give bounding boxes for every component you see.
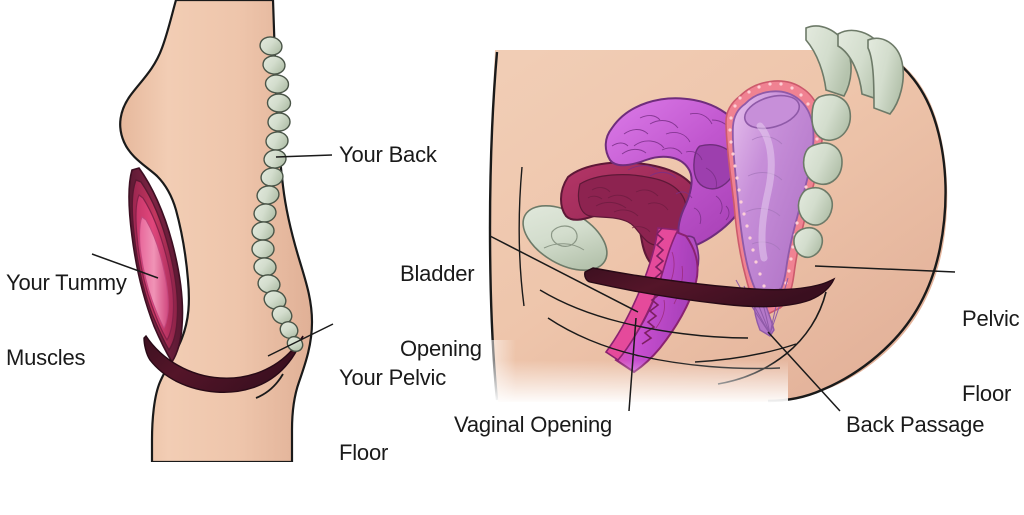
diagram-canvas: Your Back Your Tummy Muscles Your Pelvic…: [6, 0, 1020, 465]
label-your-pelvic-floor-line1: Your Pelvic: [339, 365, 447, 390]
label-your-tummy-muscles-line2: Muscles: [6, 345, 86, 370]
coccyx-segment-3: [797, 186, 834, 226]
spine-vertebrae: [251, 36, 304, 353]
label-bladder-opening-line2: Opening: [400, 336, 482, 361]
buttock-contour: [255, 373, 284, 399]
label-pelvic-floor-line1: Pelvic: [962, 306, 1020, 331]
label-your-back: Your Back: [339, 142, 437, 167]
label-bladder-opening: Bladder Opening: [400, 211, 482, 411]
label-pelvic-floor: Pelvic Floor: [962, 256, 1020, 456]
label-bladder-opening-line1: Bladder: [400, 261, 475, 286]
sacrum-coccyx: [793, 25, 905, 259]
vaginal-wall-anterior: [604, 227, 680, 362]
back-buttock-outline: [767, 48, 947, 403]
coccyx-segment-2: [802, 142, 843, 186]
label-your-tummy-muscles: Your Tummy Muscles: [6, 220, 127, 420]
label-your-pelvic-floor: Your Pelvic Floor: [339, 315, 446, 515]
label-your-tummy-muscles-line1: Your Tummy: [6, 270, 127, 295]
coccyx-segment-1: [811, 94, 852, 142]
leader-your-tummy-muscles: [91, 253, 159, 279]
leader-back-passage: [767, 331, 841, 412]
leader-pelvic-floor-right: [814, 265, 956, 273]
leader-vaginal-opening: [628, 317, 637, 412]
leader-your-pelvic-floor-left: [267, 323, 334, 357]
pelvic-floor-band-right: [584, 267, 836, 308]
anatomy-illustration: [91, 0, 956, 462]
label-back-passage: Back Passage: [846, 412, 985, 437]
tummy-muscle-layer-inner: [139, 216, 169, 329]
leader-bladder-opening: [489, 235, 639, 313]
label-your-pelvic-floor-line2: Floor: [339, 440, 389, 465]
leader-your-back: [275, 154, 333, 158]
panel-side-profile: [91, 0, 334, 462]
label-vaginal-opening: Vaginal Opening: [454, 412, 613, 437]
panel-pelvic-cross-section: [470, 25, 956, 412]
torso-skin: [119, 0, 314, 462]
coccyx-tip: [793, 226, 824, 259]
rectum-back-passage: [725, 80, 824, 337]
label-pelvic-floor-line2: Floor: [962, 381, 1012, 406]
